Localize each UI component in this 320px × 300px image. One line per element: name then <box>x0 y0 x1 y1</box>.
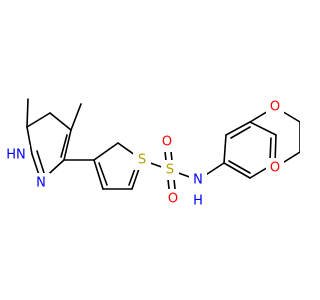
bond <box>26 98 29 128</box>
bond <box>70 103 82 131</box>
bond <box>225 121 251 136</box>
bond <box>49 112 72 131</box>
bond <box>36 150 46 177</box>
atom-h-amide: H <box>193 194 203 209</box>
atom-o-sulfonyl-top: O <box>162 135 172 150</box>
bond <box>60 134 68 158</box>
molecule-canvas: HN N S S O O N H O O <box>6 98 300 209</box>
atom-o-dioxane-top: O <box>270 100 280 115</box>
atom-o-sulfonyl-bottom: O <box>168 192 178 207</box>
structure-diagram: HN N S S O O N H O O <box>6 98 300 209</box>
bond <box>98 162 108 186</box>
bond <box>269 137 272 161</box>
atom-s-thiophene: S <box>138 153 146 168</box>
bond <box>26 112 51 128</box>
bond <box>93 159 104 190</box>
bond <box>223 134 227 164</box>
bond <box>93 142 119 161</box>
bond <box>228 160 251 174</box>
bond <box>63 129 72 161</box>
atom-n-amide: N <box>193 173 203 188</box>
atom-o-dioxane-bottom: O <box>270 161 280 176</box>
atom-n-pyrazole: N <box>36 176 46 191</box>
bond <box>223 162 251 179</box>
atom-nh-pyrazole: HN <box>6 148 26 163</box>
bond <box>230 126 251 139</box>
atom-s-sulfonyl: S <box>166 163 174 178</box>
bond <box>26 126 33 155</box>
bond <box>249 121 277 136</box>
